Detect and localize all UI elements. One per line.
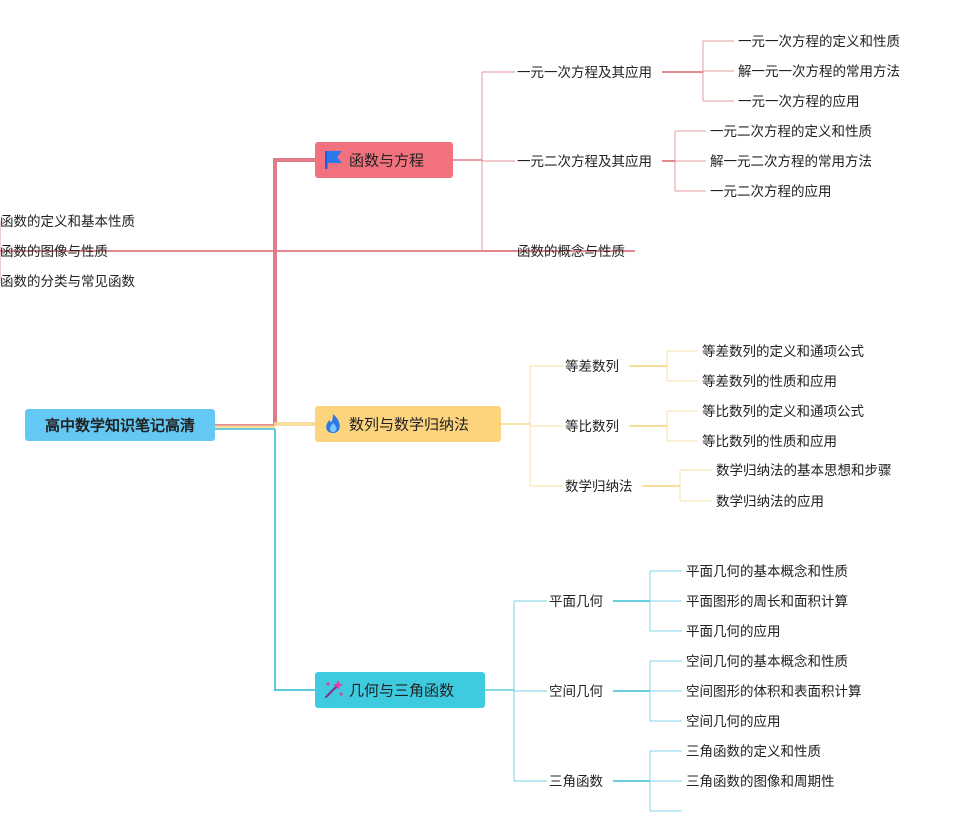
leaf-node-label: 等比数列的性质和应用 <box>702 433 837 450</box>
sub-node-label: 一元一次方程及其应用 <box>517 64 652 81</box>
leaf-node-label: 解一元一次方程的常用方法 <box>738 64 900 80</box>
sub-node-label: 等比数列 <box>565 418 619 435</box>
sub-node-label: 数学归纳法 <box>565 478 633 495</box>
leaf-node-label: 三角函数的图像和周期性 <box>686 774 835 790</box>
sub-node-label: 空间几何 <box>549 684 603 700</box>
root-node[interactable] <box>25 409 215 441</box>
magic-wand-icon <box>324 680 343 699</box>
leaf-node-label: 等差数列的性质和应用 <box>702 373 837 390</box>
mind-map-nodes: 高中数学知识笔记高清函数与方程一元一次方程及其应用一元一次方程的定义和性质解一元… <box>0 34 900 790</box>
branch-node-label-3: 几何与三角函数 <box>349 682 454 700</box>
leaf-node-label: 平面几何的基本概念和性质 <box>686 563 848 580</box>
leaf-node-label: 一元一次方程的应用 <box>738 93 860 110</box>
leaf-node-label: 三角函数的定义和性质 <box>686 744 821 760</box>
branch-node-label-1: 函数与方程 <box>349 152 424 170</box>
leaf-node-label: 函数的图像与性质 <box>0 244 108 260</box>
leaf-node-label: 平面几何的应用 <box>686 623 781 640</box>
leaf-node-label: 数学归纳法的基本思想和步骤 <box>716 462 892 479</box>
leaf-node-label: 一元一次方程的定义和性质 <box>738 34 900 50</box>
branch-node-2[interactable] <box>315 406 501 442</box>
sub-node-label: 等差数列 <box>565 358 619 375</box>
leaf-node-label: 函数的分类与常见函数 <box>0 274 135 290</box>
leaf-node-label: 函数的定义和基本性质 <box>0 213 135 230</box>
sub-node-label: 三角函数 <box>549 774 603 790</box>
leaf-node-label: 一元二次方程的应用 <box>710 183 832 200</box>
leaf-node-label: 数学归纳法的应用 <box>716 493 824 510</box>
leaf-node-label: 解一元二次方程的常用方法 <box>710 154 872 170</box>
branch-node-label-2: 数列与数学归纳法 <box>349 416 469 434</box>
leaf-node-label: 平面图形的周长和面积计算 <box>686 594 848 610</box>
branch-node-3[interactable] <box>315 672 485 708</box>
leaf-node-label: 空间几何的应用 <box>686 713 781 730</box>
leaf-node-label: 一元二次方程的定义和性质 <box>710 124 872 140</box>
leaf-node-label: 空间图形的体积和表面积计算 <box>686 684 862 700</box>
connector-lines <box>0 40 734 812</box>
fire-icon <box>326 414 340 433</box>
sub-node-label: 平面几何 <box>549 594 603 610</box>
leaf-node-label: 空间几何的基本概念和性质 <box>686 653 848 670</box>
sub-node-label: 一元二次方程及其应用 <box>517 153 652 170</box>
root-node-label: 高中数学知识笔记高清 <box>45 417 195 435</box>
sub-node-label: 函数的概念与性质 <box>517 243 625 260</box>
leaf-node-label: 等差数列的定义和通项公式 <box>702 343 864 360</box>
leaf-node-label: 等比数列的定义和通项公式 <box>702 403 864 420</box>
flag-icon <box>325 151 342 169</box>
branch-node-1[interactable] <box>315 142 453 178</box>
